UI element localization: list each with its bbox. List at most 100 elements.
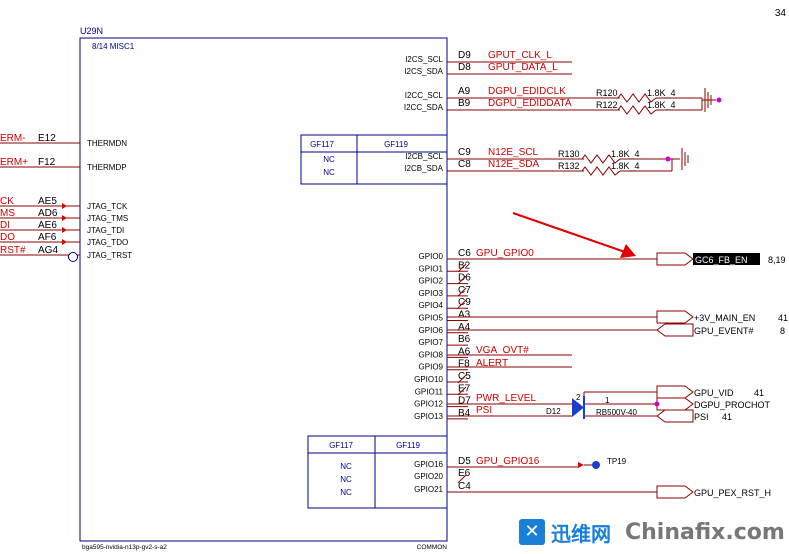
offpage-connector	[656, 397, 694, 411]
left-net-label: DI	[0, 220, 10, 231]
gpio-signal-name: GPIO7	[419, 338, 444, 347]
testpoint-label: TP19	[607, 457, 627, 466]
gpio-pin-number: D7	[458, 396, 471, 407]
offpage-connector	[656, 485, 694, 499]
gpio-signal-name: GPIO2	[419, 277, 444, 286]
diode-pin-a: 2	[576, 393, 581, 402]
right-pin-number: C8	[458, 159, 471, 170]
offpage-connector	[656, 409, 694, 423]
gpio-pin-number: F8	[458, 359, 470, 370]
gpio-net-label: ALERT	[476, 358, 508, 369]
chip-part: 8/14 MISC1	[92, 42, 135, 51]
pullup-node	[665, 156, 671, 162]
left-pin-number: AG4	[38, 245, 58, 256]
highlight-box	[693, 253, 760, 265]
diode-symbol	[572, 398, 584, 417]
gpio-signal-name: GPIO3	[419, 289, 444, 298]
left-signal-name: JTAG_TCK	[87, 202, 128, 211]
offpage-ref: 41	[722, 412, 732, 422]
resistor-zigzag	[581, 166, 621, 176]
left-net-label: ERM-	[0, 133, 26, 144]
resistor-ref: R132	[558, 161, 580, 171]
resistor-value: 1.8K_4	[611, 149, 640, 159]
left-arrow	[62, 227, 67, 233]
left-signal-name: JTAG_TMS	[87, 214, 128, 223]
junction-node	[654, 401, 660, 407]
gpio-net-label: GPU_GPIO16	[476, 456, 540, 467]
gpio-signal-name: GPIO11	[415, 387, 444, 396]
left-net-label: DO	[0, 232, 15, 243]
diode-d12: 2 1 D12 RB500V-40	[546, 393, 637, 419]
gpio-net-label: PWR_LEVEL	[476, 393, 536, 404]
left-signal-name: JTAG_TDI	[87, 226, 124, 235]
diode-ref: D12	[546, 407, 561, 416]
watermark-en: Chinafix.com	[625, 519, 785, 545]
variant-nc: NC	[323, 155, 335, 164]
right-net-label: DGPU_EDIDDATA	[488, 98, 572, 109]
watermark-logo-icon: ✕	[519, 519, 545, 545]
offpage-label: GPU_EVENT#	[694, 326, 754, 336]
right-pin-number: B9	[458, 98, 471, 109]
left-net-label: CK	[0, 196, 14, 207]
left-net-label: RST#	[0, 245, 26, 256]
resistor-value: 1.8K_4	[647, 100, 676, 110]
resistor-value: 1.8K_4	[647, 88, 676, 98]
right-signal-name: I2CS_SDA	[404, 67, 443, 76]
diode-pin-k: 1	[605, 396, 610, 405]
offpage-label: GPU_VID	[694, 388, 734, 398]
nc-tick	[457, 263, 467, 273]
variant2-header-gf117: GF117	[329, 441, 353, 450]
variant-nc: NC	[323, 168, 335, 177]
left-net-label: ERM+	[0, 157, 28, 168]
left-pin-number: F12	[38, 157, 56, 168]
resistor-zigzag	[581, 154, 621, 164]
gpio-low-pin: C4	[458, 481, 471, 492]
offpage-ref: 8	[780, 326, 785, 336]
left-pin-number: E12	[38, 133, 56, 144]
gpio-low-signal: GPIO16	[414, 460, 443, 469]
variant2-nc: NC	[340, 462, 352, 471]
gpio-signal-name: GPIO0	[419, 252, 444, 261]
offpage-connector	[656, 385, 694, 399]
nc-tick	[457, 275, 467, 285]
gpio-signal-name: GPIO10	[414, 375, 443, 384]
left-pin-number: AE6	[38, 220, 57, 231]
offpage-label-highlight: GC6_FB_EN	[695, 255, 748, 265]
gpio-pin-number: B4	[458, 408, 471, 419]
gpio-signal-name: GPIO12	[414, 400, 443, 409]
resistor-ref: R122	[596, 100, 618, 110]
gpio-pin-number: C6	[458, 248, 471, 259]
offpage-label: GPU_PEX_RST_H	[694, 488, 771, 498]
right-net-label: N12E_SCL	[488, 147, 538, 158]
inverter-bubble	[68, 252, 78, 262]
gpio-pin-number: C9	[458, 297, 471, 308]
nc-tick	[457, 287, 467, 297]
left-signal-name: JTAG_TDO	[87, 238, 128, 247]
right-signal-name: I2CS_SCL	[405, 55, 443, 64]
gpio-pin-number: B6	[458, 334, 471, 345]
offpage-ref: 8,19	[768, 255, 786, 265]
right-net-label: GPUT_CLK_L	[488, 50, 552, 61]
nc-tick	[457, 474, 467, 484]
gpio-signal-name: GPIO5	[419, 314, 444, 323]
right-pin-number: D9	[458, 50, 471, 61]
offpage-connectors: GC6_FB_EN8,19GC6_FB_EN+3V_MAIN_EN41GPU_E…	[654, 252, 788, 499]
gpio-net-label: VGA_OVT#	[476, 345, 529, 356]
left-pin-number: AD6	[38, 208, 58, 219]
gpio-signal-name: GPIO9	[419, 363, 444, 372]
chip-common: COMMON	[417, 544, 448, 551]
gpio-net-label: GPU_GPIO0	[476, 248, 534, 259]
watermark-cn: 迅维网	[551, 521, 611, 546]
offpage-label: PSI	[694, 412, 709, 422]
chip-ref: U29N	[80, 26, 103, 36]
annotation-arrow	[512, 212, 636, 258]
resistor-ref: R120	[596, 88, 618, 98]
nc-tick	[457, 299, 467, 309]
right-pin-number: D8	[458, 62, 471, 73]
right-pin-number: C9	[458, 147, 471, 158]
